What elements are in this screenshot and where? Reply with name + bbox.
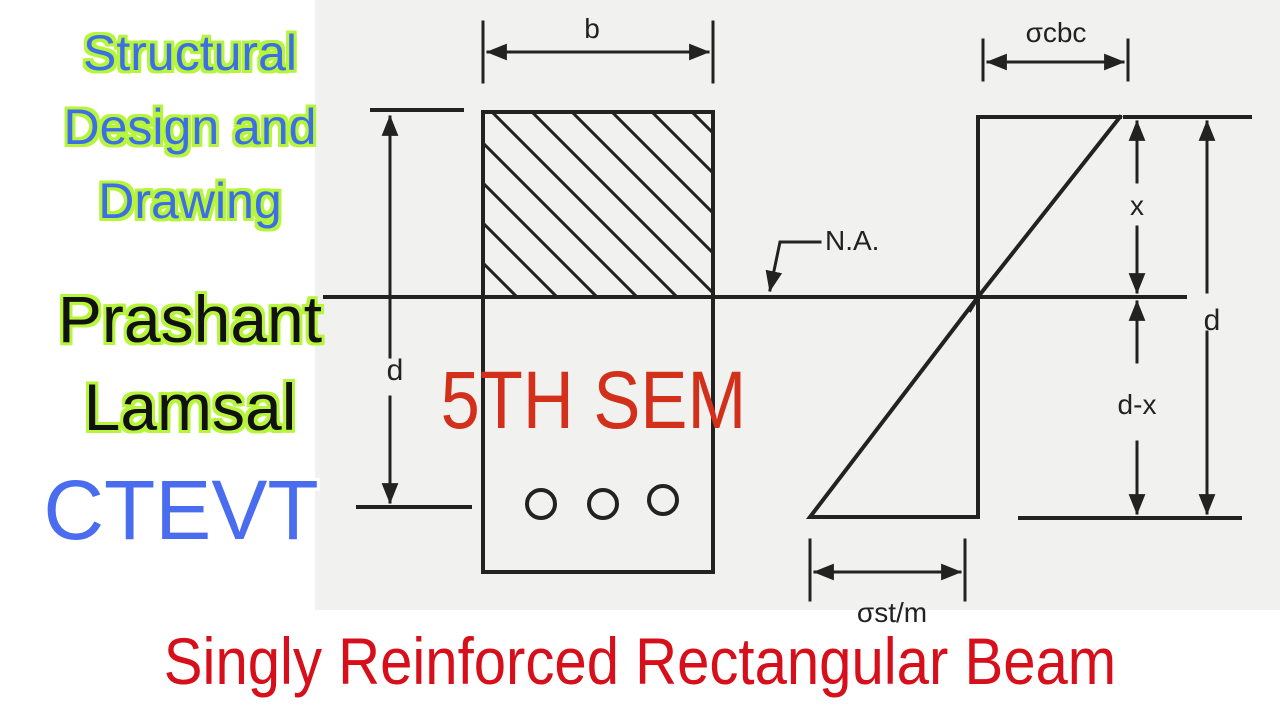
depth-label-right: d <box>1204 304 1221 337</box>
subject-line-3: Drawing <box>98 173 282 229</box>
author-first-name: Prashant <box>57 282 323 356</box>
breadth-label: b <box>584 13 600 44</box>
subject-line-1: Structural <box>83 25 297 81</box>
steel-stress-label: σst/m <box>857 597 927 628</box>
rebar-1 <box>525 488 557 520</box>
stress-diagram <box>805 114 1123 519</box>
topic-title: Singly Reinforced Rectangular Beam <box>163 624 1117 698</box>
board-name: CTEVT <box>43 463 319 557</box>
tension-depth-label: d-x <box>1118 389 1157 420</box>
beam-section <box>481 110 715 574</box>
author-last-name: Lamsal <box>83 370 297 444</box>
rebar-2 <box>587 488 619 520</box>
concrete-stress-label: σcbc <box>1026 17 1087 48</box>
compression-depth-label: x <box>1130 190 1144 221</box>
paper-background <box>315 0 1280 610</box>
subject-line-2: Design and <box>63 99 317 155</box>
neutral-axis-label: N.A. <box>825 225 879 256</box>
semester-label: 5TH SEM <box>440 355 747 446</box>
neutral-axis-leader <box>765 240 822 293</box>
depth-label-left: d <box>387 354 404 387</box>
rebar-3 <box>647 484 679 516</box>
compression-hatch <box>483 112 713 297</box>
